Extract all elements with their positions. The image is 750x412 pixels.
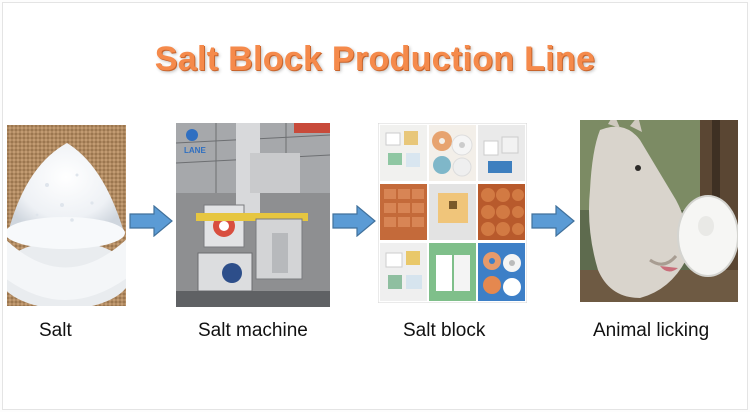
salt-bowl-image	[7, 125, 126, 306]
step-label-salt-block: Salt block	[403, 320, 486, 341]
press-machine-image: LANE	[176, 123, 330, 307]
horse-licking-image	[580, 120, 738, 302]
page-title: Salt Block Production Line	[154, 40, 596, 78]
svg-text:LANE: LANE	[184, 146, 206, 155]
flow-arrow-1	[129, 205, 173, 237]
step-label-salt: Salt	[39, 320, 72, 341]
step-label-animal-licking: Animal licking	[593, 320, 710, 341]
flow-arrow-3	[531, 205, 575, 237]
step-label-salt-machine: Salt machine	[198, 320, 308, 341]
flow-arrow-2	[332, 205, 376, 237]
salt-block-collage-image	[378, 123, 527, 303]
machine-logo: LANE	[184, 129, 206, 155]
